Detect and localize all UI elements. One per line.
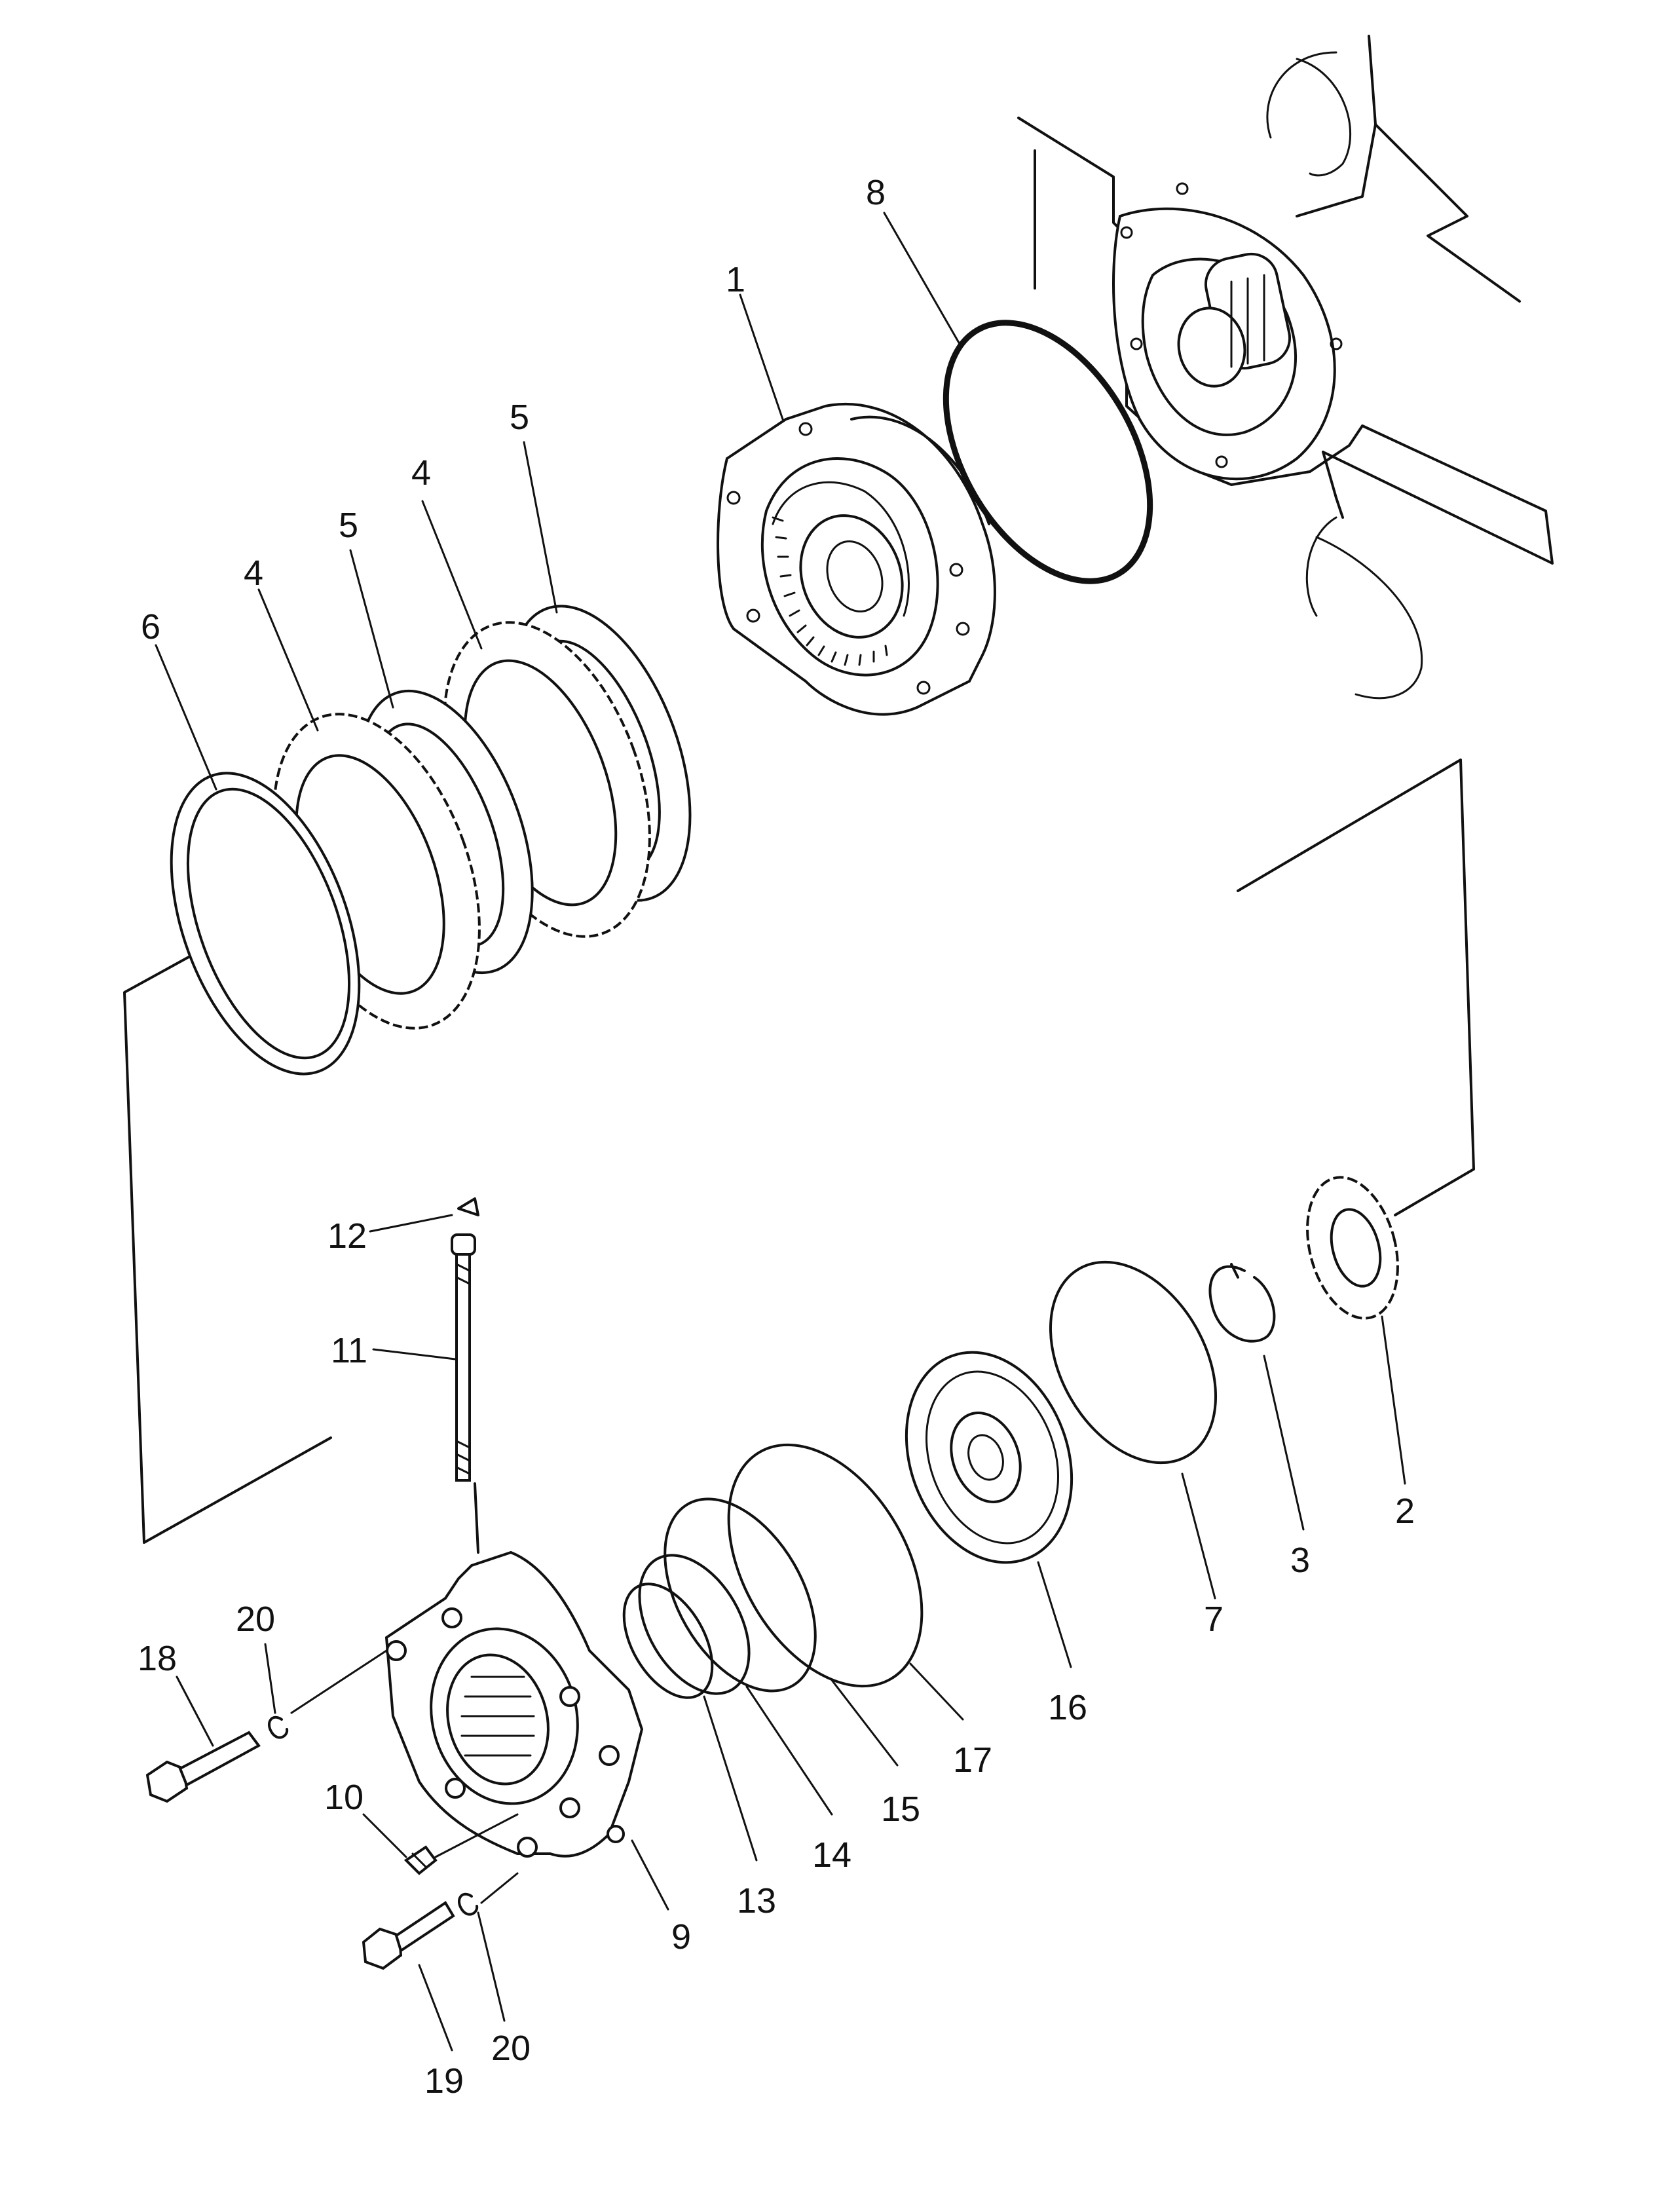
label-12: 12 <box>327 1216 367 1256</box>
part-8-o-ring <box>943 320 1153 584</box>
part-2-gear <box>1306 1176 1399 1320</box>
label-20b: 20 <box>491 2029 531 2068</box>
label-18: 18 <box>138 1639 177 1678</box>
part-7-seal-ring <box>1049 1260 1218 1465</box>
label-6: 6 <box>141 607 160 647</box>
part-16-piston <box>905 1351 1074 1564</box>
part-15-ring <box>663 1497 817 1693</box>
bracket-left <box>123 955 332 1544</box>
label-2: 2 <box>1395 1491 1415 1531</box>
part-1-carrier-housing <box>717 402 996 716</box>
label-1: 1 <box>726 260 745 299</box>
part-13-ring <box>622 1583 714 1699</box>
part-6-ring <box>170 772 361 1076</box>
part-19-bolt <box>362 1901 455 1970</box>
label-16: 16 <box>1048 1688 1087 1727</box>
label-4b: 4 <box>411 453 431 493</box>
part-17-ring <box>727 1443 924 1688</box>
housing-outline <box>1017 35 1554 700</box>
label-5a: 5 <box>339 506 358 545</box>
label-15: 15 <box>881 1790 920 1829</box>
part-12-cap <box>457 1197 479 1216</box>
label-3: 3 <box>1290 1541 1310 1580</box>
label-10: 10 <box>324 1778 364 1817</box>
part-20-washer-upper <box>268 1715 289 1739</box>
part-14-ring <box>638 1554 751 1695</box>
label-11: 11 <box>331 1331 367 1370</box>
leader-lines <box>155 212 1406 2052</box>
label-4a: 4 <box>244 553 263 593</box>
part-labels: 1 2 3 4 4 5 5 6 7 8 9 10 11 12 13 14 15 … <box>138 173 1415 2101</box>
label-7: 7 <box>1204 1600 1224 1639</box>
part-9-cover <box>384 1482 644 1858</box>
label-5b: 5 <box>510 398 529 437</box>
label-8: 8 <box>866 173 886 212</box>
label-14: 14 <box>812 1835 851 1875</box>
part-10-plug <box>403 1813 519 1875</box>
part-20-washer-lower <box>458 1892 479 1916</box>
part-3-snap-ring <box>1208 1263 1276 1343</box>
label-13: 13 <box>737 1881 776 1921</box>
part-11-stud <box>451 1233 476 1482</box>
label-20a: 20 <box>236 1600 275 1639</box>
label-17: 17 <box>953 1740 992 1780</box>
label-9: 9 <box>671 1917 691 1957</box>
part-18-bolt <box>145 1731 261 1803</box>
bracket-right <box>1237 759 1475 1216</box>
label-19: 19 <box>424 2061 464 2101</box>
